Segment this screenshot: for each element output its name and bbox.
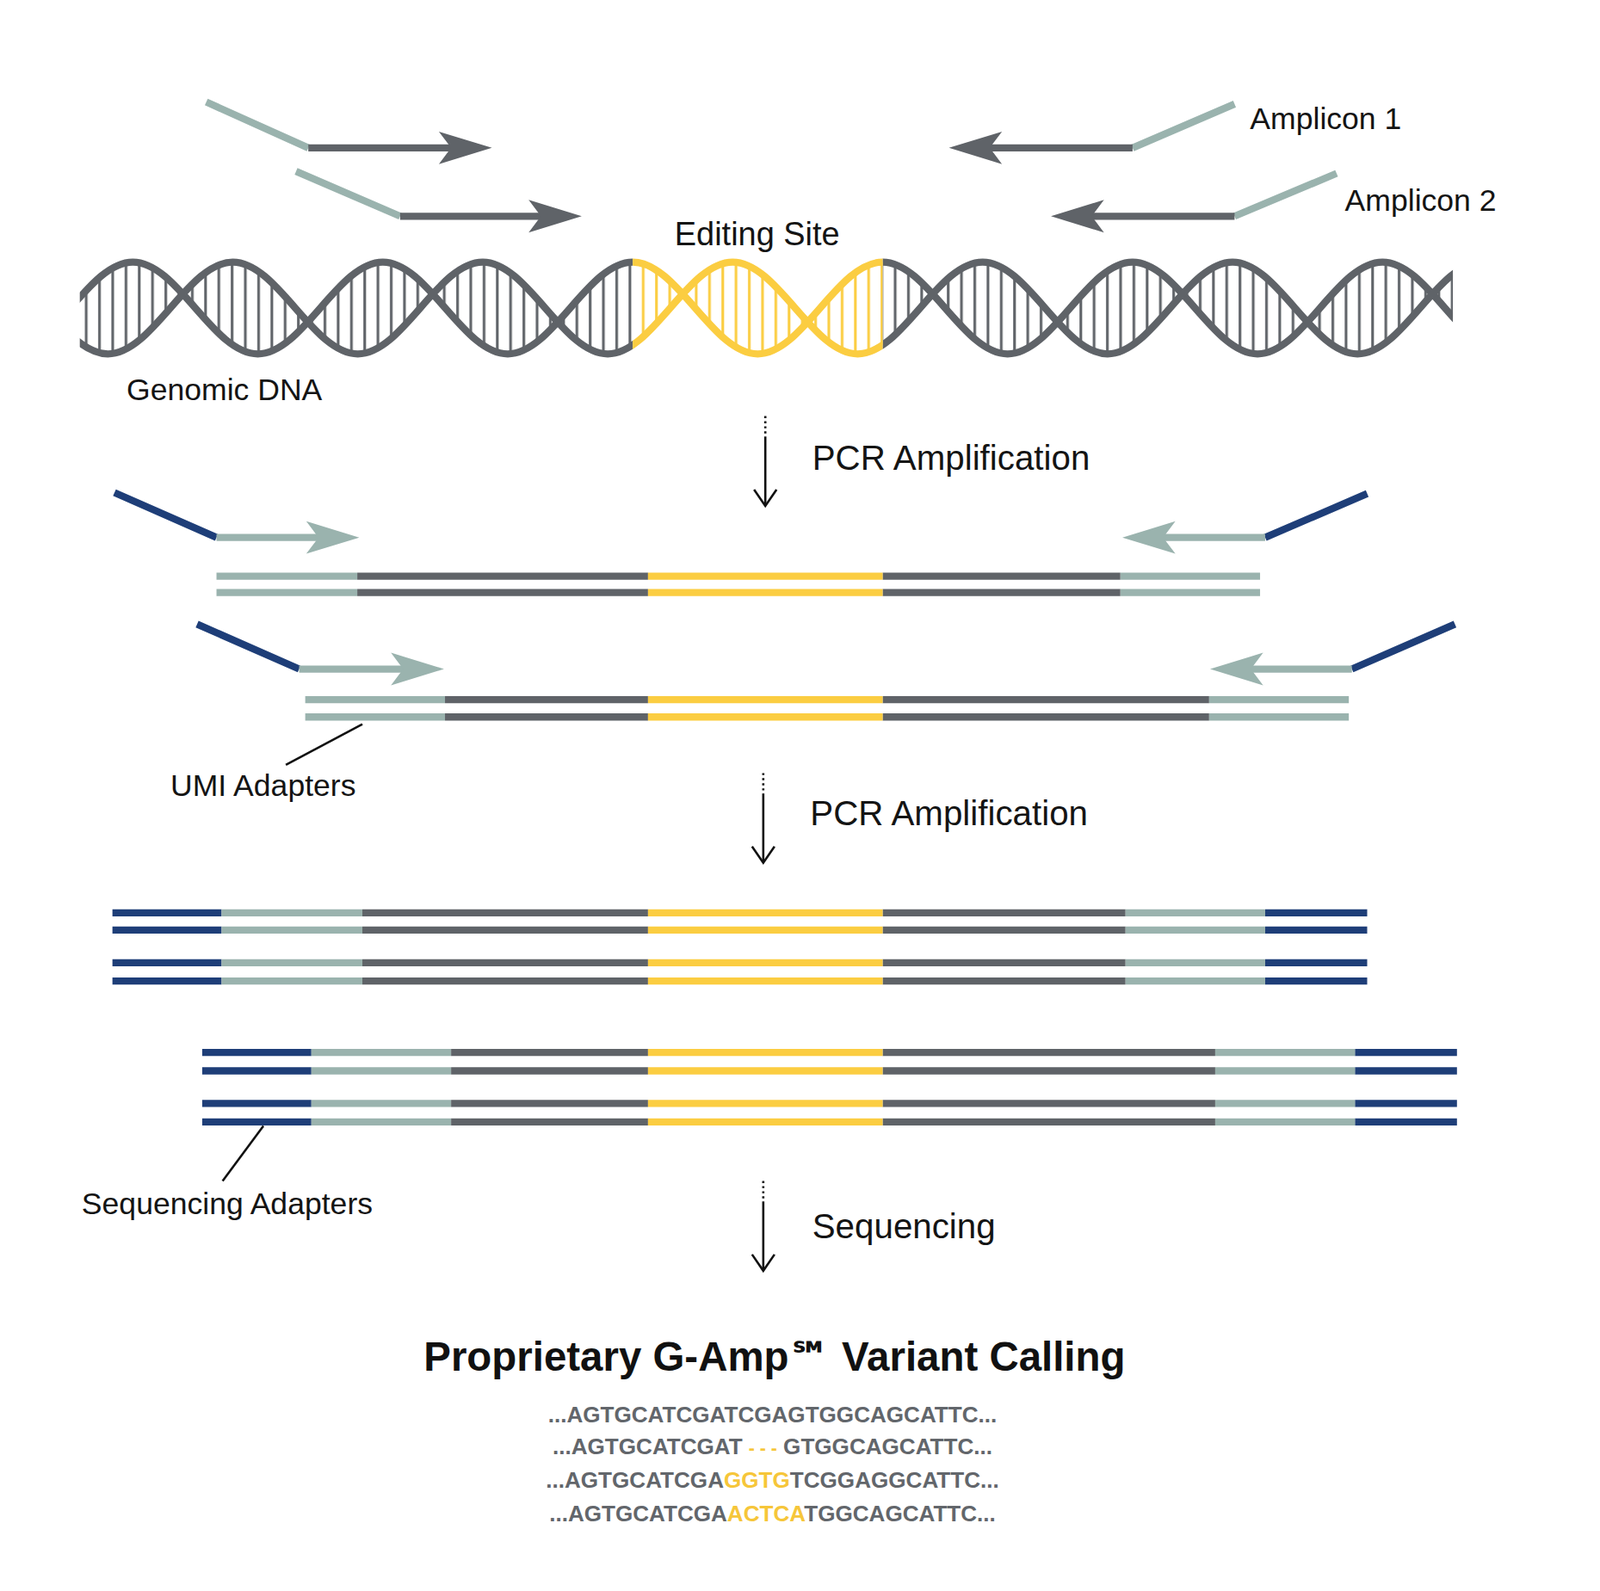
arrow-dots bbox=[762, 1181, 766, 1203]
arrowhead bbox=[1210, 653, 1264, 686]
leader-line bbox=[222, 1126, 264, 1182]
genomic-segment bbox=[362, 913, 1216, 1123]
step-label: Sequencing bbox=[812, 1208, 996, 1247]
genomic-segment bbox=[357, 576, 1210, 718]
sequence-row: ...AGTGCATCGAT- - -GTGGCAGCATTC... bbox=[552, 1435, 993, 1461]
part-label: UMI Adapters bbox=[170, 768, 356, 803]
variant-bases: GGTG bbox=[723, 1468, 791, 1495]
primer-set bbox=[206, 102, 1337, 217]
umi-primer bbox=[216, 537, 1353, 670]
sequence-row: ...AGTGCATCGAACTCATGGCAGCATTC... bbox=[549, 1502, 996, 1528]
umi-arrowheads bbox=[306, 521, 1264, 686]
arrow-shaft bbox=[762, 1201, 766, 1270]
arrow-dots bbox=[764, 416, 767, 438]
arrowhead bbox=[528, 199, 582, 233]
part-label: Genomic DNA bbox=[126, 372, 322, 407]
umi-segment bbox=[221, 913, 1355, 1123]
region-label: Editing Site bbox=[674, 216, 841, 254]
amplicon-products bbox=[114, 492, 1455, 717]
step-arrow bbox=[752, 1181, 775, 1272]
umi-tail bbox=[114, 492, 1455, 669]
edit-segment bbox=[648, 576, 884, 718]
sequence-text: TCGGAGGCATTC... bbox=[790, 1468, 1000, 1495]
primer-tail bbox=[206, 102, 1337, 217]
arrowhead bbox=[390, 653, 445, 686]
arrowhead bbox=[1050, 199, 1105, 233]
arrow-shaft bbox=[764, 436, 767, 505]
edit-segment bbox=[648, 913, 884, 1123]
dna-helix bbox=[80, 234, 1453, 389]
sequence-row: ...AGTGCATCGATCGAGTGGCAGCATTC... bbox=[548, 1403, 998, 1429]
amplicon-label: Amplicon 2 bbox=[1345, 183, 1497, 217]
amplicon-label: Amplicon 1 bbox=[1249, 101, 1402, 136]
step-arrow bbox=[753, 416, 777, 507]
sequencing-adapter bbox=[112, 913, 1458, 1123]
sequence-text: ...AGTGCATCGATCGAGTGGCAGCATTC... bbox=[548, 1402, 998, 1429]
umi-segment bbox=[216, 576, 1350, 718]
step-arrow bbox=[752, 772, 775, 863]
arrow-head bbox=[752, 846, 775, 864]
arrow-shaft bbox=[762, 793, 766, 862]
helix-gray bbox=[80, 234, 1453, 389]
sequence-text: TGGCAGCATTC... bbox=[803, 1501, 996, 1528]
sequence-text: GTGGCAGCATTC... bbox=[783, 1433, 993, 1460]
dna-strand bbox=[632, 262, 883, 355]
step-label: PCR Amplification bbox=[809, 795, 1088, 834]
leader-line bbox=[285, 724, 363, 766]
arrow-dots bbox=[762, 772, 766, 794]
arrowhead bbox=[1122, 521, 1176, 555]
part-label: Sequencing Adapters bbox=[81, 1186, 373, 1221]
arrowhead bbox=[438, 131, 493, 165]
variant-bases: ACTCA bbox=[727, 1501, 804, 1528]
variant-bases: - - - bbox=[748, 1438, 778, 1459]
diagram-title: Proprietary G-Amp℠ Variant Calling bbox=[423, 1334, 1125, 1379]
base-pairs bbox=[80, 234, 1453, 389]
arrowhead bbox=[306, 521, 360, 555]
arrow-head bbox=[753, 489, 777, 507]
sequence-text: ...AGTGCATCGA bbox=[549, 1501, 728, 1528]
step-label: PCR Amplification bbox=[812, 438, 1091, 477]
sequence-text: ...AGTGCATCGA bbox=[545, 1468, 724, 1495]
arrow-head bbox=[752, 1254, 775, 1272]
arrowhead bbox=[949, 131, 1003, 165]
library-molecules bbox=[112, 913, 1458, 1123]
sequence-text: ...AGTGCATCGAT bbox=[552, 1433, 743, 1460]
helix-edit-site bbox=[632, 234, 883, 389]
sequence-row: ...AGTGCATCGAGGTGTCGGAGGCATTC... bbox=[545, 1469, 999, 1495]
